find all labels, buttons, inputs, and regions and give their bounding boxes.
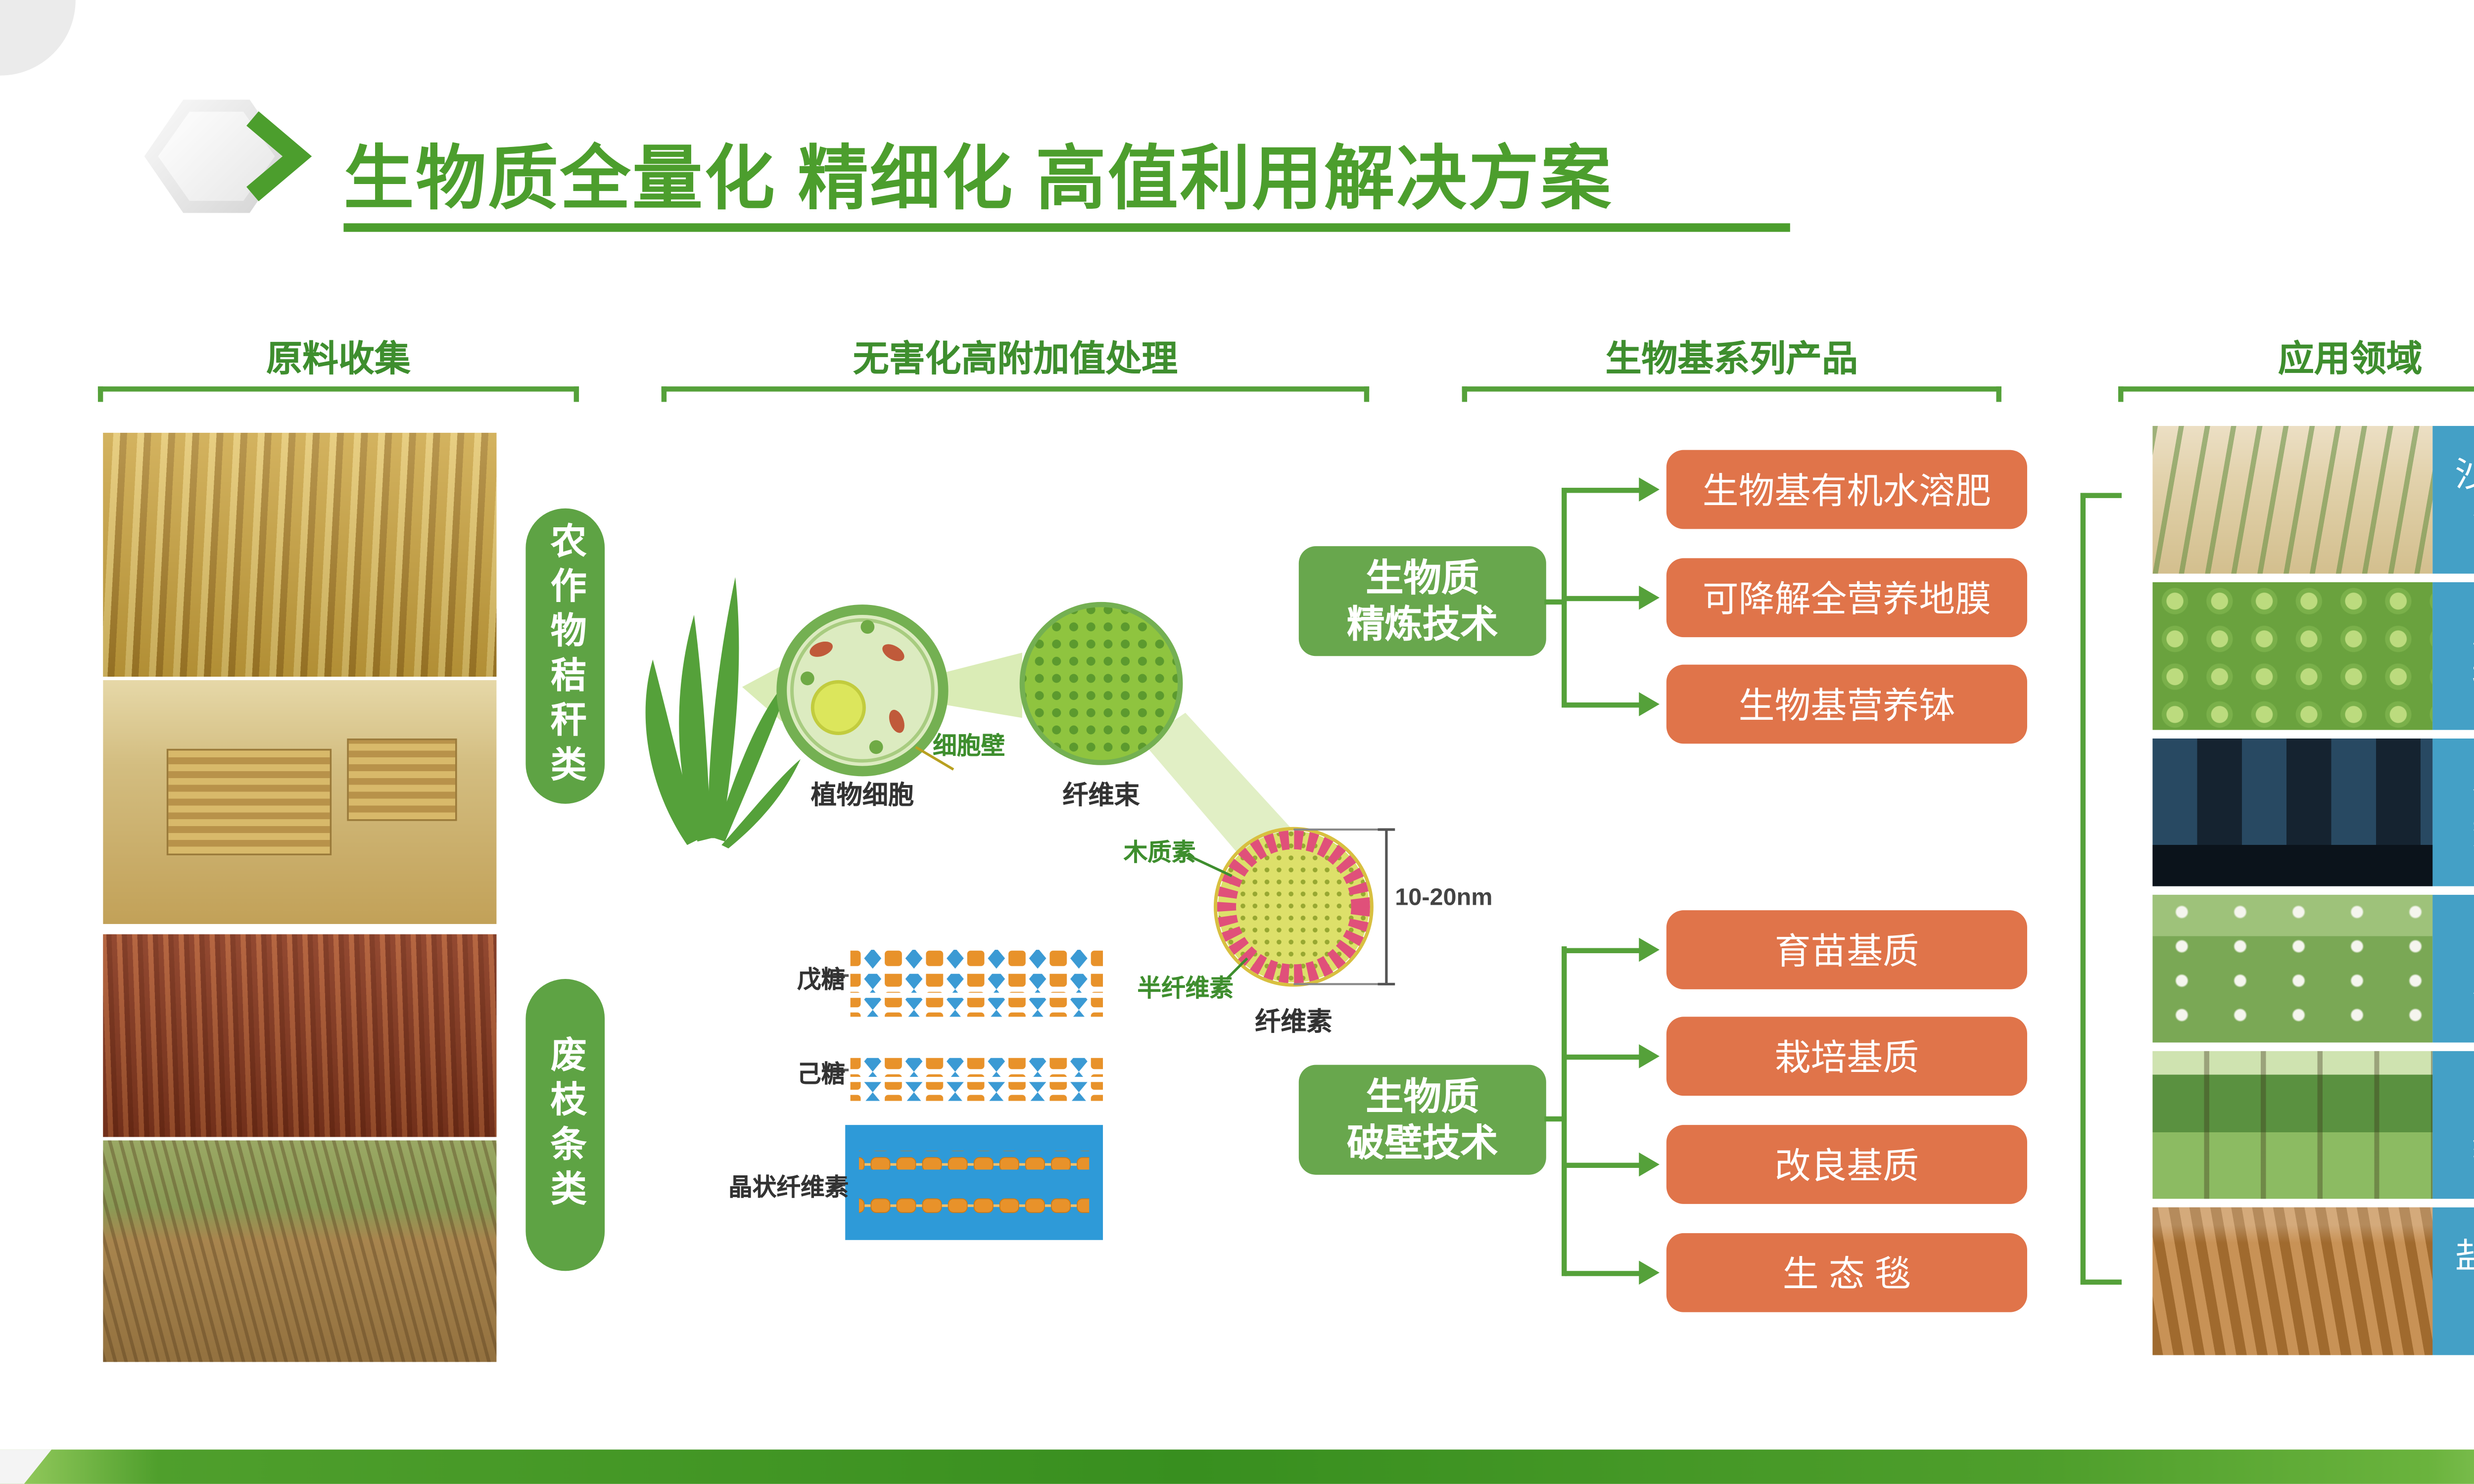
label-pentose: 戊糖 — [797, 965, 846, 993]
app-label-line: 绿化 — [2472, 1125, 2474, 1171]
product-degradable-mulch-film: 可降解全营养地膜 — [1666, 558, 2027, 638]
app-label-line: 沙漠化 — [2455, 454, 2474, 500]
app-label-line: 数据 — [2472, 812, 2474, 859]
page-title: 生物质全量化 精细化 高值利用解决方案 — [343, 139, 1613, 218]
flow-arrow-icon — [1639, 1260, 1660, 1285]
label-fiber-bundle: 纤维束 — [1062, 781, 1140, 811]
product-seedling-substrate: 育苗基质 — [1666, 910, 2027, 989]
label-lignin: 木质素 — [1123, 838, 1196, 866]
applications-bracket — [2080, 493, 2122, 1285]
techbox-wall-breaking: 生物质 破壁技术 — [1298, 1065, 1546, 1175]
app-photo-desert-control — [2152, 426, 2433, 574]
app-label-line: 园林 — [2472, 1078, 2474, 1125]
app-photo-fertility — [2152, 582, 2433, 730]
straw-bale — [166, 748, 332, 856]
label-crystalline-cellulose: 晶状纤维素 — [728, 1173, 849, 1201]
app-label-line: 畜牧 — [2472, 922, 2474, 969]
section-header-collection: 原料收集 — [266, 340, 411, 380]
section-header-applications: 应用领域 — [2278, 340, 2423, 380]
section-header-products: 生物基系列产品 — [1605, 340, 1858, 380]
flow-line — [1544, 599, 1567, 605]
app-label-line: 肥力 — [2472, 610, 2474, 656]
chevron-right-icon — [246, 111, 312, 201]
product-improvement-substrate: 改良基质 — [1666, 1125, 2027, 1204]
app-label-line: 农业 — [2472, 766, 2474, 813]
label-plant-cell: 植物细胞 — [810, 781, 914, 811]
flow-line — [1565, 1054, 1641, 1060]
app-label-desert-control: 沙漠化 治理 — [2432, 426, 2474, 574]
title-underline — [343, 223, 1790, 232]
bracket-products — [1462, 386, 2001, 402]
product-eco-blanket: 生 态 毯 — [1666, 1233, 2027, 1312]
app-label-fertility: 肥力 提升 — [2432, 582, 2474, 730]
flow-line — [1565, 488, 1641, 493]
plant-illustration — [645, 577, 801, 849]
flow-arrow-icon — [1639, 937, 1660, 962]
flow-line — [1562, 488, 1567, 708]
label-fiber-diameter: 10-20nm — [1395, 882, 1493, 911]
processing-diagram — [645, 577, 1395, 1240]
flow-arrow-icon — [1639, 1044, 1660, 1068]
app-photo-landscaping — [2152, 1051, 2433, 1199]
flow-line — [1565, 948, 1641, 953]
app-label-line: 盐碱地 — [2455, 1235, 2474, 1281]
app-label-line: 养殖 — [2472, 969, 2474, 1015]
techbox-refining-line2: 精炼技术 — [1346, 603, 1498, 646]
flow-line — [1565, 1162, 1641, 1168]
label-cellulose: 纤维素 — [1255, 1008, 1332, 1038]
straw-bale — [347, 739, 457, 822]
app-photo-saline-soil — [2152, 1207, 2433, 1355]
app-photo-livestock — [2152, 894, 2433, 1043]
flow-arrow-icon — [1639, 477, 1660, 502]
photo-pruned-branches — [103, 1140, 497, 1362]
flow-arrow-icon — [1639, 692, 1660, 716]
techbox-refining: 生物质 精炼技术 — [1298, 546, 1546, 656]
category-label-crop-straw: 农作物秸秆类 — [525, 508, 605, 804]
app-label-line: 治理 — [2472, 500, 2474, 546]
corner-decoration — [0, 0, 76, 76]
app-label-agri-data: 农业 数据 — [2432, 738, 2474, 886]
flow-arrow-icon — [1639, 1152, 1660, 1177]
app-label-livestock: 畜牧 养殖 — [2432, 894, 2474, 1043]
app-photo-agri-data — [2152, 738, 2433, 886]
bracket-collection — [97, 386, 579, 402]
photo-corn-stalks — [103, 432, 497, 677]
product-bio-nutrient-pot: 生物基营养钵 — [1666, 664, 2027, 744]
app-label-line: 改良 — [2472, 1281, 2474, 1328]
techbox-refining-line1: 生物质 — [1366, 556, 1479, 599]
product-cultivation-substrate: 栽培基质 — [1666, 1017, 2027, 1096]
product-bio-water-soluble-fertilizer: 生物基有机水溶肥 — [1666, 450, 2027, 529]
app-label-line: 提升 — [2472, 656, 2474, 702]
flow-line — [1565, 1271, 1641, 1276]
flow-line — [1562, 946, 1567, 1276]
bracket-applications — [2118, 386, 2474, 402]
techbox-wall-breaking-line2: 破壁技术 — [1346, 1121, 1498, 1165]
flow-line — [1544, 1116, 1567, 1122]
flow-line — [1565, 596, 1641, 602]
label-hexose: 己糖 — [797, 1060, 846, 1087]
section-header-processing: 无害化高附加值处理 — [853, 340, 1178, 380]
footer-bar — [0, 1449, 2474, 1484]
photo-red-branches — [103, 934, 497, 1137]
flow-arrow-icon — [1639, 585, 1660, 610]
photo-straw-bales — [103, 680, 497, 924]
bracket-processing — [661, 386, 1370, 402]
techbox-wall-breaking-line1: 生物质 — [1366, 1074, 1479, 1117]
app-label-saline-soil: 盐碱地 改良 — [2432, 1207, 2474, 1355]
label-cell-wall: 细胞壁 — [933, 732, 1005, 759]
app-label-landscaping: 园林 绿化 — [2432, 1051, 2474, 1199]
label-hemicellulose: 半纤维素 — [1137, 974, 1234, 1002]
flow-line — [1565, 702, 1641, 708]
category-label-waste-branches: 废枝条类 — [525, 979, 605, 1271]
